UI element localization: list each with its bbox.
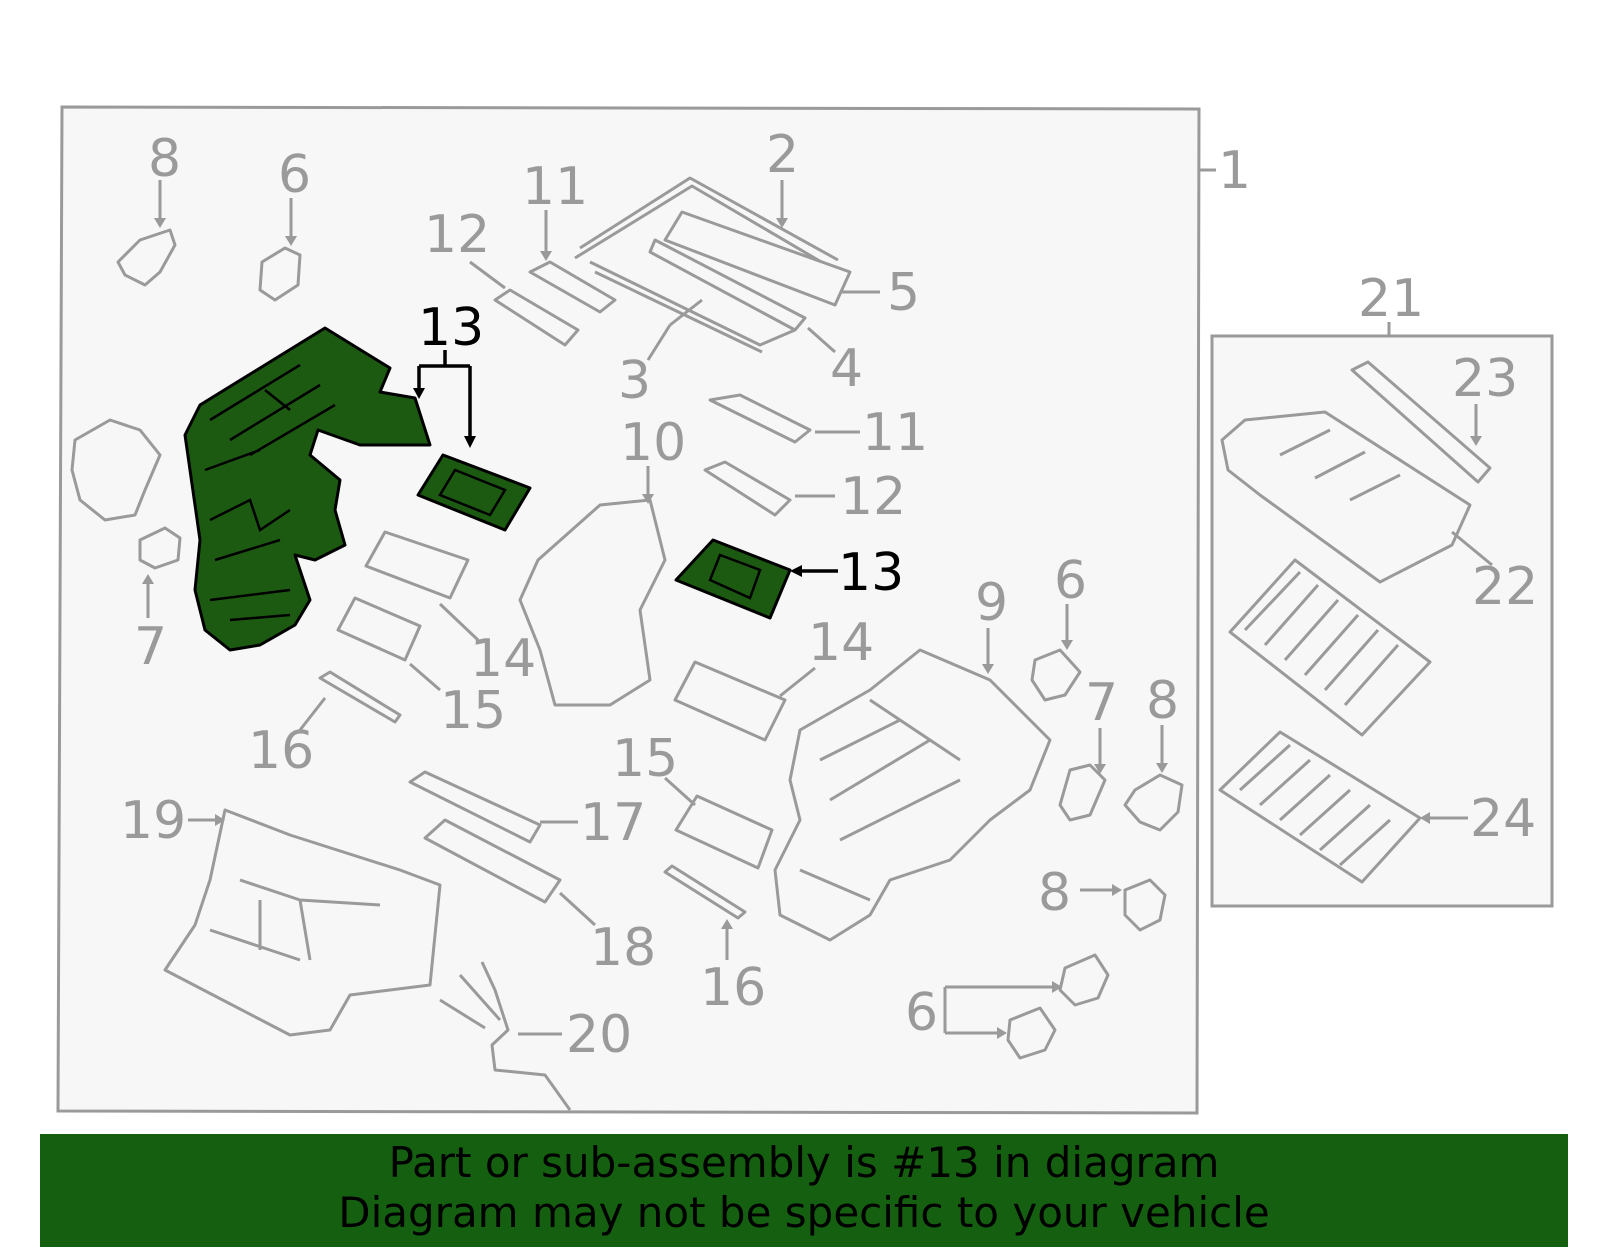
callout-15b: 15 xyxy=(612,729,678,789)
part-24-filter-frame: 24 xyxy=(1218,730,1536,884)
callout-15a: 15 xyxy=(440,681,506,741)
callout-16b: 16 xyxy=(700,958,766,1018)
callout-13a: 13 xyxy=(418,298,484,358)
callout-7b: 7 xyxy=(1085,673,1118,733)
callout-1: 1 xyxy=(1218,141,1251,201)
part-8-actuator-b: 8 xyxy=(1123,671,1184,832)
part-17-18-ducts: 17 18 xyxy=(408,770,656,978)
callout-10: 10 xyxy=(620,413,686,473)
part-8-actuator-c: 8 xyxy=(1038,863,1167,932)
part-2-frame: 2 xyxy=(574,125,839,354)
part-22-filter-housing: 22 xyxy=(1220,410,1538,617)
part-6-actuator-b: 6 xyxy=(1030,551,1087,702)
callout-16a: 16 xyxy=(248,721,314,781)
part-4-5-strips: 5 4 3 xyxy=(618,210,920,411)
callout-11a: 11 xyxy=(522,157,588,217)
callout-5: 5 xyxy=(887,263,920,323)
callout-3: 3 xyxy=(618,351,651,411)
part-8-actuator-a: 8 xyxy=(116,129,181,287)
callout-12a: 12 xyxy=(424,205,490,265)
part-blower-duct xyxy=(70,418,162,522)
part-13-heater-housing xyxy=(183,326,792,652)
part-11-12-top: 11 12 xyxy=(424,157,617,347)
part-23-filter-cover: 23 xyxy=(1350,349,1518,484)
callout-4: 4 xyxy=(830,339,863,399)
callout-6a: 6 xyxy=(278,145,311,205)
callout-23: 23 xyxy=(1452,349,1518,409)
callout-6b: 6 xyxy=(1054,551,1087,611)
callout-11b: 11 xyxy=(862,403,928,463)
part-11-12-right: 11 12 xyxy=(703,393,928,527)
part-19-lower-case: 19 xyxy=(120,791,442,1037)
part-6-actuator-c: 6 xyxy=(905,953,1110,1060)
part-cabin-air-filter xyxy=(1228,558,1432,737)
callout-14b: 14 xyxy=(808,613,874,673)
part-7-sensor-b: 7 xyxy=(1058,673,1118,822)
part-20-drain-hose: 20 xyxy=(439,961,632,1111)
part-6-actuator-a: 6 xyxy=(258,145,311,302)
callout-17: 17 xyxy=(580,793,646,853)
banner-line-2: Diagram may not be specific to your vehi… xyxy=(338,1188,1270,1237)
callout-18: 18 xyxy=(590,918,656,978)
callout-6c: 6 xyxy=(905,983,938,1043)
part-9-case: 9 xyxy=(773,573,1052,942)
part-13-leaders: 13 13 xyxy=(413,298,904,603)
callout-2: 2 xyxy=(766,125,799,185)
callout-21: 21 xyxy=(1358,269,1424,329)
callout-24: 24 xyxy=(1470,789,1536,849)
callout-8b: 8 xyxy=(1146,671,1179,731)
callout-8c: 8 xyxy=(1038,863,1071,923)
callout-12b: 12 xyxy=(840,467,906,527)
part-14-15-16-center: 14 15 16 xyxy=(612,613,874,1018)
callout-13b: 13 xyxy=(838,543,904,603)
callout-14a: 14 xyxy=(470,629,536,689)
callout-7a: 7 xyxy=(134,617,167,677)
info-banner: Part or sub-assembly is #13 in diagram D… xyxy=(40,1134,1568,1247)
callout-8a: 8 xyxy=(148,129,181,189)
part-14-15-16-left: 14 15 16 xyxy=(248,530,536,781)
part-7-sensor-a: 7 xyxy=(134,526,182,677)
part-10-housing: 10 xyxy=(518,413,686,707)
callout-9: 9 xyxy=(975,573,1008,633)
banner-line-1: Part or sub-assembly is #13 in diagram xyxy=(388,1138,1220,1187)
callout-22: 22 xyxy=(1472,557,1538,617)
callout-19: 19 xyxy=(120,791,186,851)
callout-20: 20 xyxy=(566,1005,632,1065)
